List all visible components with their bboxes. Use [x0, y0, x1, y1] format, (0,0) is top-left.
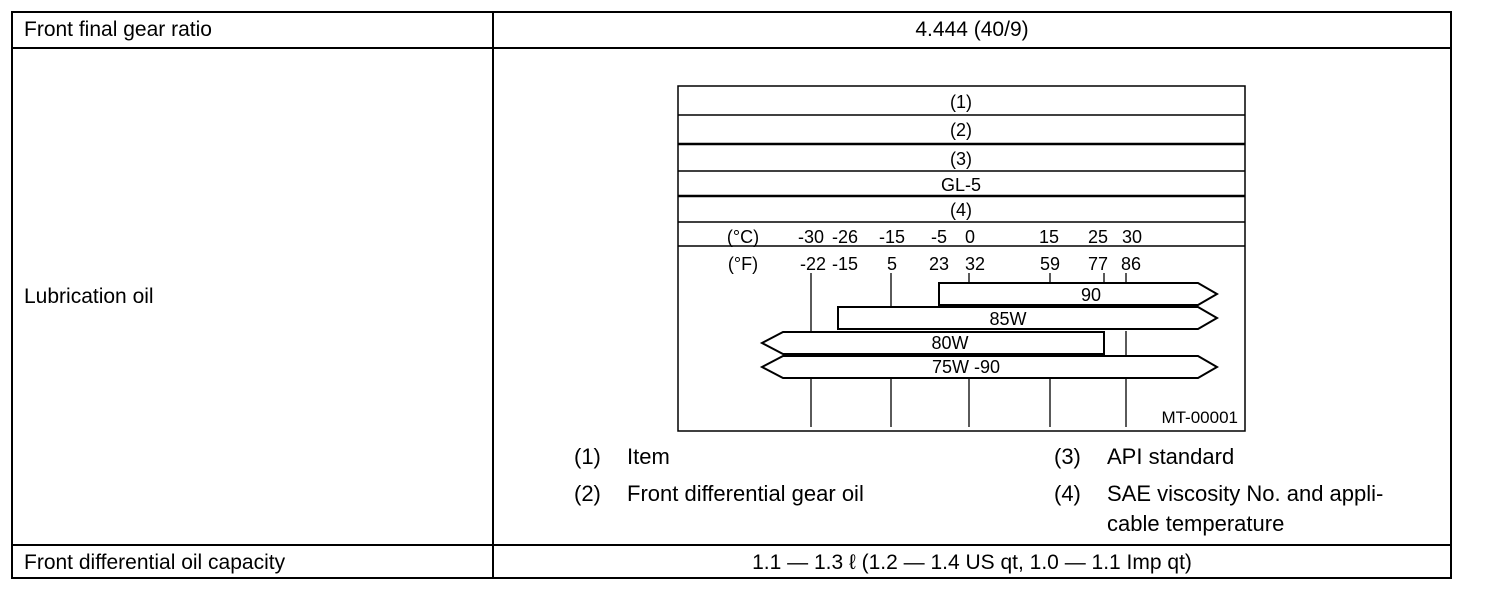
celsius-tick: 30 — [1122, 227, 1142, 247]
spec-label: Front differential oil capacity — [13, 546, 494, 579]
temperature-guide-lines — [810, 273, 1127, 427]
viscosity-temperature-figure: (1) (2) (3) GL-5 (4) (°C) (°F) -30 -26 -… — [677, 85, 1246, 432]
header-api-standard: (3) — [950, 149, 972, 169]
celsius-tick: -26 — [832, 227, 858, 247]
fahrenheit-unit: (°F) — [728, 254, 758, 274]
grade-label-85w: 85W — [989, 309, 1026, 329]
grade-bar-75w-90 — [759, 355, 1219, 379]
legend-text: SAE viscosity No. and appli- — [1107, 481, 1384, 506]
celsius-tick: 15 — [1039, 227, 1059, 247]
grade-label-75w-90: 75W -90 — [932, 357, 1000, 377]
spec-value: 4.444 (40/9) — [915, 18, 1029, 41]
legend-number: (4) — [1054, 481, 1081, 506]
api-grade: GL-5 — [941, 175, 981, 195]
spec-value: 1.1 — 1.3 ℓ (1.2 — 1.4 US qt, 1.0 — 1.1 … — [752, 550, 1192, 574]
figure-frame — [677, 85, 1246, 432]
fahrenheit-tick: 32 — [965, 254, 985, 274]
grade-bar-80w — [759, 331, 1105, 355]
spec-row-lubrication-oil: Lubrication oil — [13, 49, 1450, 546]
legend-text-continued: cable temperature — [1107, 511, 1285, 536]
legend-number: (3) — [1054, 444, 1081, 469]
celsius-tick: 0 — [965, 227, 975, 247]
celsius-unit: (°C) — [727, 227, 759, 247]
legend-text: API standard — [1107, 444, 1235, 469]
grade-label-90: 90 — [1081, 285, 1101, 305]
legend-number: (2) — [574, 481, 601, 506]
legend-number: (1) — [574, 444, 601, 469]
grade-label-80w: 80W — [931, 333, 968, 353]
header-item: (1) — [950, 92, 972, 112]
grade-bar-90 — [938, 282, 1219, 306]
legend-text: Item — [627, 444, 670, 469]
celsius-tick: -15 — [879, 227, 905, 247]
fahrenheit-tick: 77 — [1088, 254, 1108, 274]
fahrenheit-tick: 86 — [1121, 254, 1141, 274]
spec-label: Front final gear ratio — [13, 13, 494, 47]
fahrenheit-tick: 59 — [1040, 254, 1060, 274]
legend-text: Front differential gear oil — [627, 481, 864, 506]
fahrenheit-tick: 5 — [887, 254, 897, 274]
spec-row-final-gear-ratio: Front final gear ratio 4.444 (40/9) — [13, 13, 1450, 49]
celsius-tick: -5 — [931, 227, 947, 247]
spec-row-oil-capacity: Front differential oil capacity 1.1 — 1.… — [13, 546, 1450, 579]
spec-label: Lubrication oil — [13, 49, 494, 544]
figure-id: MT-00001 — [1161, 408, 1238, 427]
celsius-tick: 25 — [1088, 227, 1108, 247]
fahrenheit-tick: -22 — [800, 254, 826, 274]
grade-bar-85w — [837, 306, 1219, 330]
header-gear-oil: (2) — [950, 120, 972, 140]
fahrenheit-tick: -15 — [832, 254, 858, 274]
header-sae: (4) — [950, 200, 972, 220]
celsius-tick: -30 — [798, 227, 824, 247]
spec-table: Front final gear ratio 4.444 (40/9) Lubr… — [11, 11, 1452, 579]
fahrenheit-tick: 23 — [929, 254, 949, 274]
